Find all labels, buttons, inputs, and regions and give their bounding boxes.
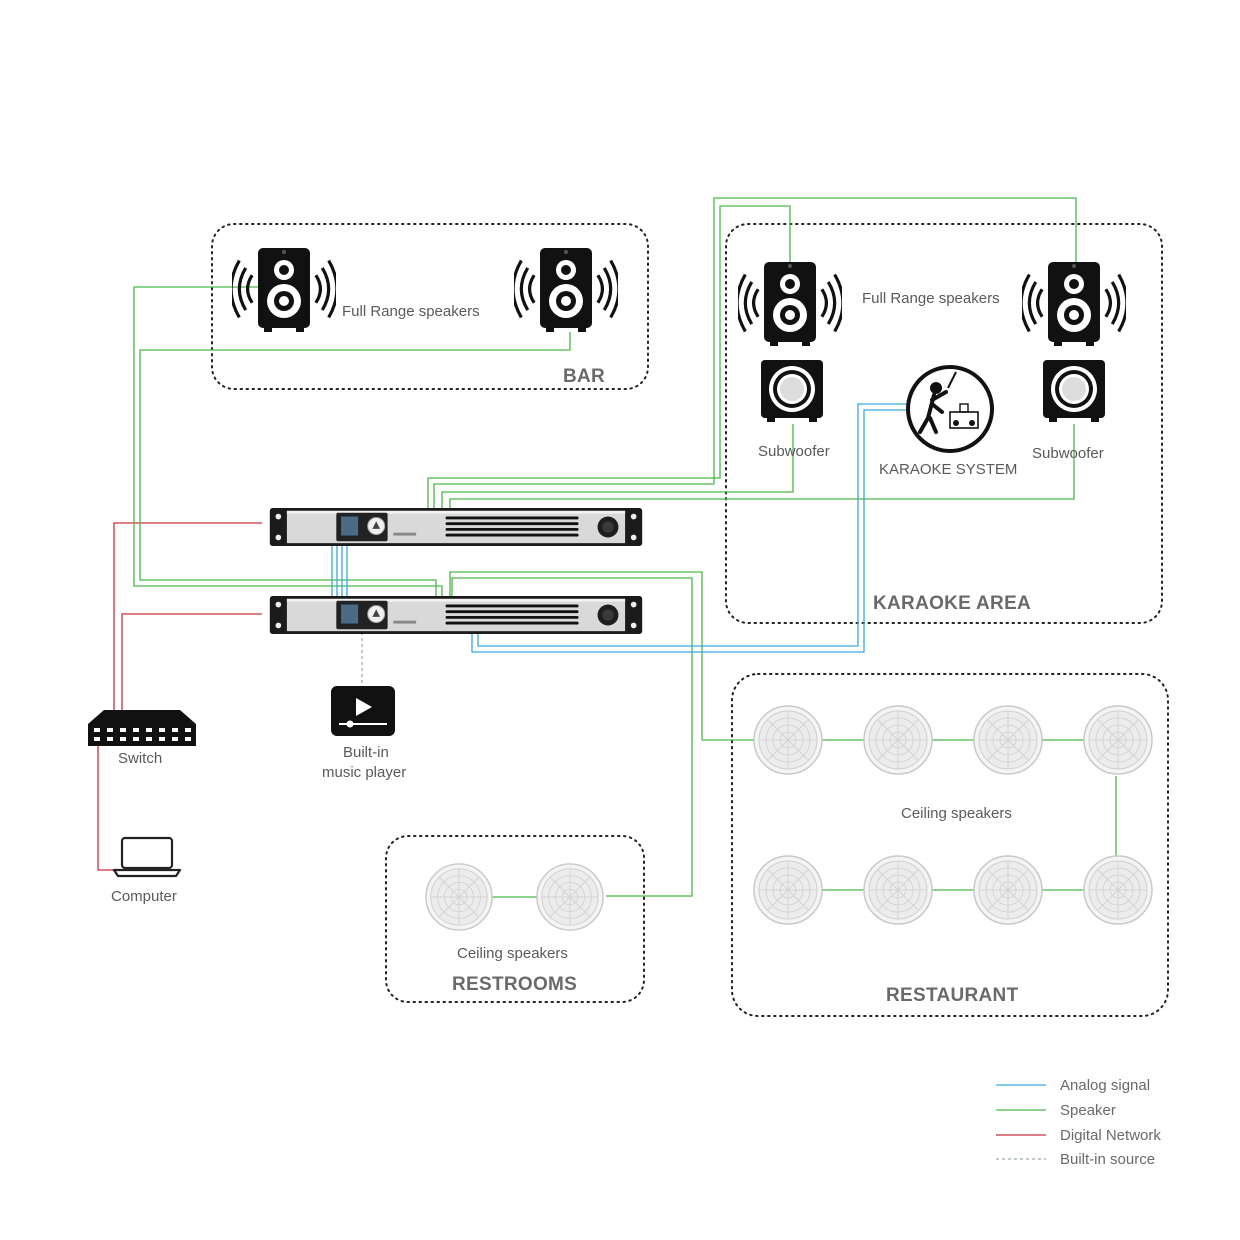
restrooms-zone-title: RESTROOMS — [452, 974, 577, 995]
ceiling-speaker-icon — [863, 705, 933, 775]
switch-icon — [88, 710, 196, 746]
ceiling-speaker-icon — [425, 863, 493, 931]
legend: Analog signal Speaker Digital Network Bu… — [996, 1077, 1161, 1168]
restaurant-ceiling-label: Ceiling speakers — [901, 805, 1012, 822]
subwoofer-icon — [761, 360, 823, 422]
bar-speaker-wires — [133, 286, 571, 596]
bar-speaker-left — [232, 248, 336, 332]
ceiling-speaker-icon — [1083, 855, 1153, 925]
amplifier-icon — [269, 596, 643, 634]
bar-zone — [211, 223, 649, 390]
subwoofer-right-label: Subwoofer — [1032, 445, 1104, 462]
karaoke-speaker-wires — [427, 197, 1077, 508]
ceiling-speaker-icon — [753, 705, 823, 775]
karaoke-speaker-right — [1022, 262, 1126, 346]
analog-wires — [331, 403, 908, 653]
network-wires — [97, 522, 262, 871]
legend-label-network: Digital Network — [1060, 1127, 1161, 1144]
switch-label: Switch — [118, 750, 162, 767]
restaurant-zone — [731, 673, 1169, 1017]
legend-label-builtin: Built-in source — [1060, 1151, 1155, 1168]
ceiling-speaker-icon — [753, 855, 823, 925]
karaoke-speakers-label: Full Range speakers — [862, 290, 1000, 307]
bar-speakers-label: Full Range speakers — [342, 303, 480, 320]
ceiling-speaker-icon — [863, 855, 933, 925]
karaoke-system-label: KARAOKE SYSTEM — [879, 461, 1017, 478]
laptop-icon — [112, 836, 182, 878]
ceiling-speaker-wires — [449, 571, 1117, 898]
bar-zone-title: BAR — [563, 366, 605, 387]
computer-label: Computer — [111, 888, 177, 905]
legend-label-speaker: Speaker — [1060, 1102, 1116, 1119]
play-icon — [331, 686, 395, 736]
karaoke-icon — [906, 365, 994, 453]
ceiling-speaker-icon — [536, 863, 604, 931]
legend-label-analog: Analog signal — [1060, 1077, 1150, 1094]
ceiling-speaker-icon — [1083, 705, 1153, 775]
karaoke-speaker-left — [738, 262, 842, 346]
karaoke-zone-title: KARAOKE AREA — [873, 593, 1031, 614]
music-player-label-line2: music player — [322, 764, 406, 781]
restrooms-zone — [385, 835, 645, 1003]
ceiling-speaker-icon — [973, 705, 1043, 775]
ceiling-speaker-icon — [973, 855, 1043, 925]
music-player-label-line1: Built-in — [343, 744, 389, 761]
restroom-ceiling-label: Ceiling speakers — [457, 945, 568, 962]
bar-speaker-right — [514, 248, 618, 332]
subwoofer-icon — [1043, 360, 1105, 422]
amplifier-icon — [269, 508, 643, 546]
restaurant-zone-title: RESTAURANT — [886, 985, 1019, 1006]
subwoofer-left-label: Subwoofer — [758, 443, 830, 460]
